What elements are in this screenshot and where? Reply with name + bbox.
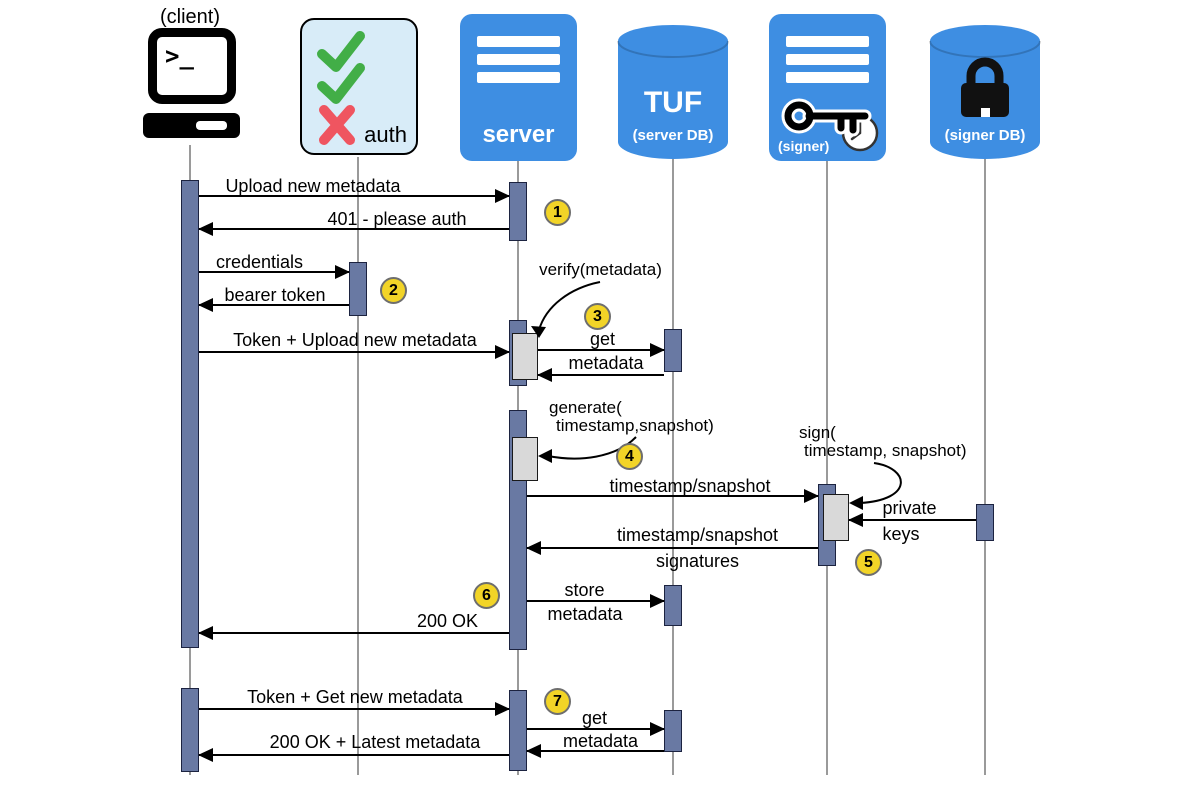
key-icon <box>781 98 872 137</box>
label-timestamp-snapshot: timestamp/snapshot <box>609 476 771 496</box>
server-actor-box: server <box>460 14 577 161</box>
label-200-ok: 200 OK <box>416 611 479 631</box>
server-bar-icon <box>477 36 560 47</box>
server-activation-1 <box>509 182 527 241</box>
step-badge-6: 6 <box>473 582 500 609</box>
step-badge-2: 2 <box>380 277 407 304</box>
auth-lifeline <box>357 157 359 775</box>
label-signatures-line2: signatures <box>655 551 740 571</box>
step-badge-4: 4 <box>616 443 643 470</box>
client-activation-1 <box>181 180 199 648</box>
terminal-slot-icon <box>196 121 227 130</box>
terminal-monitor-icon: >_ <box>148 28 236 104</box>
auth-checks-icon <box>317 31 365 145</box>
signer-db-actor: (signer DB) <box>929 24 1041 160</box>
arrow-signatures <box>526 541 818 555</box>
arrow-store-metadata <box>527 594 665 608</box>
label-store-metadata: metadata <box>547 604 623 624</box>
check-icon <box>317 31 365 72</box>
arrow-timestamp-snapshot <box>527 489 819 503</box>
verify-self-call-arrow <box>531 281 601 338</box>
arrow-credentials <box>199 265 350 279</box>
signer-db-activation <box>976 504 994 541</box>
arrow-upload-metadata <box>199 189 510 203</box>
label-credentials: credentials <box>215 252 304 272</box>
arrow-metadata-return-1 <box>537 368 664 382</box>
label-401-please-auth: 401 - please auth <box>327 209 467 229</box>
signer-bar-icon <box>786 54 869 65</box>
server-generate-call-box <box>512 437 538 481</box>
label-token-get: Token + Get new metadata <box>247 687 463 707</box>
arrow-token-get-metadata <box>199 702 510 716</box>
client-terminal-icon: >_ <box>143 28 240 138</box>
auth-actor-label: auth <box>364 122 407 147</box>
server-bar-icon <box>477 72 560 83</box>
label-metadata-1: metadata <box>568 353 644 373</box>
arrow-token-upload <box>199 345 510 359</box>
label-verify-metadata: verify(metadata) <box>539 260 662 279</box>
signer-db-label: (signer DB) <box>944 127 1026 144</box>
arrow-get-metadata-2 <box>527 722 665 736</box>
auth-activation <box>349 262 367 316</box>
label-store: store <box>564 580 605 600</box>
server-db-subtitle: (server DB) <box>632 127 714 144</box>
arrow-401-please-auth <box>198 222 509 236</box>
step-badge-1: 1 <box>544 199 571 226</box>
arrow-metadata-return-2 <box>526 744 664 758</box>
server-actor-label: server <box>482 121 555 148</box>
arrow-200-ok <box>198 626 509 640</box>
server-activation-4 <box>509 690 527 771</box>
label-private: private <box>882 498 937 518</box>
step-badge-3: 3 <box>584 303 611 330</box>
arrow-private-keys <box>848 513 976 527</box>
server-verify-call-box <box>512 333 538 380</box>
signer-lifeline <box>826 161 828 775</box>
arrow-get-metadata-1 <box>538 343 665 357</box>
signer-actor-label: (signer) <box>778 138 830 154</box>
label-bearer-token: bearer token <box>224 285 326 305</box>
label-metadata-2: metadata <box>562 731 639 751</box>
signer-db-lifeline <box>984 159 986 775</box>
server-db-actor: TUF (server DB) <box>617 24 729 160</box>
label-upload-metadata: Upload new metadata <box>225 176 401 196</box>
label-get-1: get <box>589 329 616 349</box>
arrow-200-ok-latest <box>198 748 509 762</box>
check-icon <box>317 63 365 104</box>
label-generate-line1: generate( <box>549 398 622 417</box>
key-clock-icon <box>781 98 879 152</box>
server-db-activation-1 <box>664 329 682 372</box>
label-200-ok-latest: 200 OK + Latest metadata <box>269 732 481 752</box>
label-generate-line2: timestamp,snapshot) <box>556 416 714 435</box>
padlock-icon <box>961 57 1009 117</box>
server-db-title: TUF <box>643 86 703 119</box>
client-actor-label: (client) <box>159 6 220 28</box>
label-token-upload: Token + Upload new metadata <box>233 330 477 350</box>
signer-bar-icon <box>786 36 869 47</box>
server-db-lifeline <box>672 159 674 775</box>
signer-actor-box: (signer) <box>769 14 886 161</box>
label-get-2: get <box>581 708 608 728</box>
server-db-activation-3 <box>664 710 682 752</box>
client-activation-2 <box>181 688 199 772</box>
auth-actor-box: auth <box>300 18 418 155</box>
step-badge-7: 7 <box>544 688 571 715</box>
arrow-bearer-token <box>198 298 349 312</box>
x-icon <box>319 105 355 145</box>
server-db-activation-2 <box>664 585 682 626</box>
step-badge-5: 5 <box>855 549 882 576</box>
generate-self-call-arrow <box>538 436 637 463</box>
database-cylinder-icon <box>617 25 729 159</box>
label-sign-line2: timestamp, snapshot) <box>804 441 967 460</box>
signer-bar-icon <box>786 72 869 83</box>
server-bar-icon <box>477 54 560 65</box>
label-keys: keys <box>882 524 920 544</box>
label-signatures-line1: timestamp/snapshot <box>616 525 779 545</box>
label-sign-line1: sign( <box>799 423 836 442</box>
terminal-prompt-icon: >_ <box>165 42 194 70</box>
terminal-base-icon <box>143 113 240 138</box>
sign-self-call-arrow <box>849 462 902 510</box>
